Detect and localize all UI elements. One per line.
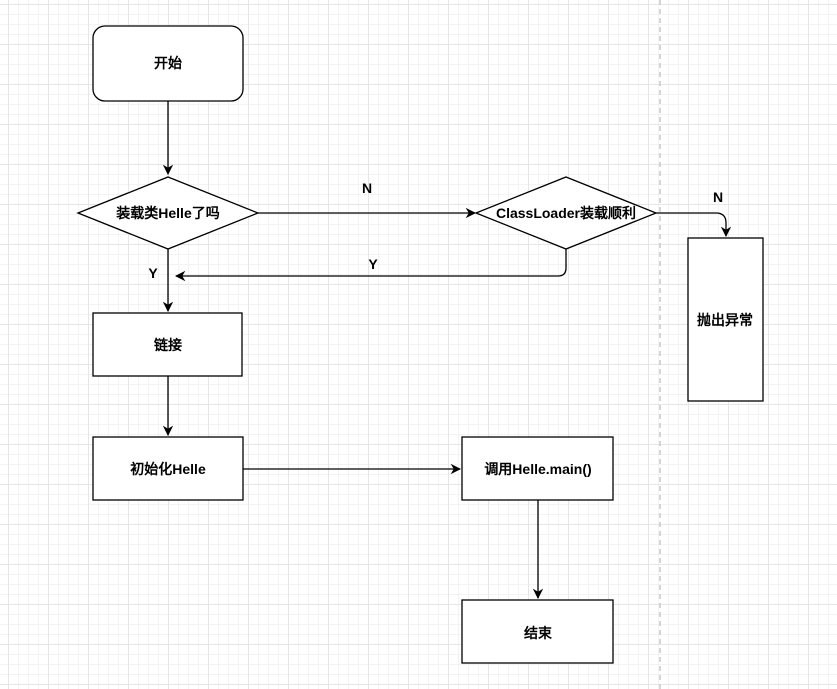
node-start: 开始 [92,25,244,102]
node-decision-classloader: ClassLoader装载顺利 [474,176,658,250]
node-end: 结束 [461,599,614,664]
edge-label-classloader-yes: Y [368,256,378,272]
node-init: 初始化Helle [92,436,244,501]
node-decision-loaded-label: 装载类Helle了吗 [115,205,219,221]
node-call-main: 调用Helle.main() [461,436,614,501]
node-throw-exception: 抛出异常 [687,237,764,402]
edge-classloader-yes-to-link [174,249,567,282]
node-throw-exception-label: 抛出异常 [697,312,753,328]
node-decision-loaded: 装载类Helle了吗 [76,176,260,250]
node-end-label: 结束 [524,625,553,641]
node-start-label: 开始 [154,55,182,71]
edge-label-loaded-yes: Y [148,265,158,281]
edge-label-classloader-no: N [713,189,723,205]
node-call-main-label: 调用Helle.main() [484,461,591,477]
edge-label-loaded-no: N [362,180,372,196]
node-link-label: 链接 [154,337,182,353]
node-decision-classloader-label: ClassLoader装载顺利 [496,205,636,221]
edge-classloader-no-to-exception [656,212,732,238]
node-init-label: 初始化Helle [130,461,206,477]
node-link: 链接 [92,312,243,377]
